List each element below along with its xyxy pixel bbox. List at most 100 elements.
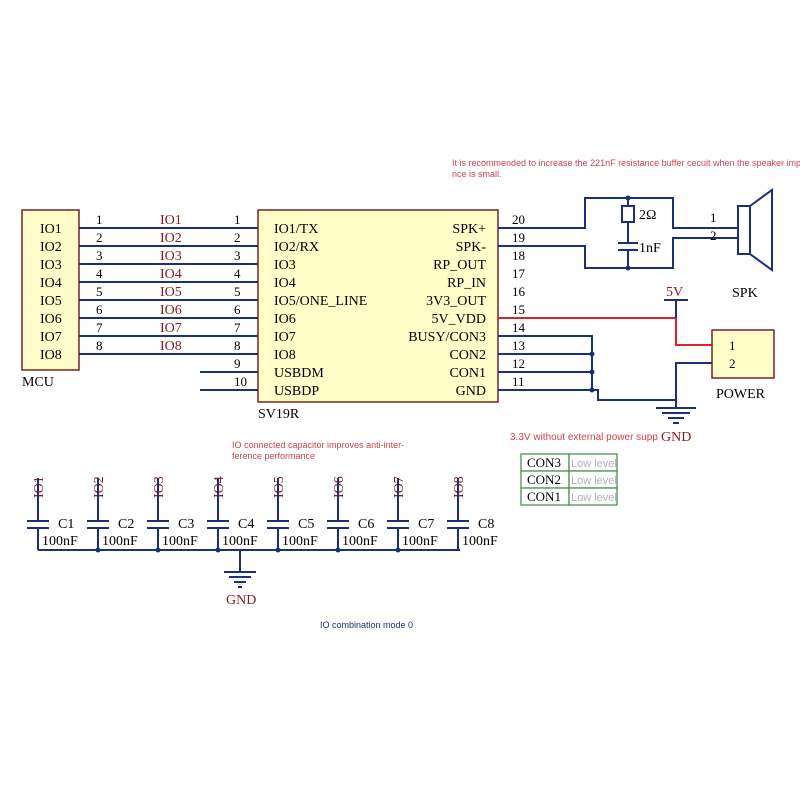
con-table-level: Low level (571, 492, 617, 504)
chip-left-pin-label: IO4 (274, 276, 296, 291)
mcu-label: MCU (22, 375, 54, 390)
cap-io-label: IO3 (152, 476, 167, 498)
speaker-note-line1: It is recommended to increase the 221nF … (452, 158, 800, 168)
mcu-pin-label: IO4 (40, 276, 62, 291)
power-ground-label: GND (661, 430, 691, 445)
sv19r-chip (257, 209, 499, 403)
chip-left-pin-number: 8 (234, 338, 241, 353)
chip-left-pin-label: USBDM (274, 366, 324, 381)
cap-name: C2 (118, 517, 134, 532)
io-cap-note-line1: IO connected capacitor improves anti-int… (232, 440, 404, 450)
chip-right-pin-label: CON2 (449, 348, 486, 363)
chip-right-pin-number: 14 (512, 320, 526, 335)
mcu-pin-number: 2 (96, 230, 103, 245)
chip-left-pin-label: IO2/RX (274, 240, 319, 255)
cap-value: 100nF (402, 534, 438, 549)
chip-right-pin-number: 11 (512, 374, 525, 389)
cap-io-label: IO1 (32, 476, 47, 498)
chip-left-pin-number: 9 (234, 356, 241, 371)
cap-name: C7 (418, 517, 434, 532)
cap-value: 100nF (162, 534, 198, 549)
capacitor-row: IO1C1100nFIO2C2100nFIO3C3100nFIO4C4100nF… (27, 476, 498, 553)
chip-right-pin-number: 19 (512, 230, 525, 245)
io-net-label: IO2 (160, 231, 182, 246)
chip-left-pin-number: 5 (234, 284, 241, 299)
mcu-pin-number: 3 (96, 248, 103, 263)
io-cap-note-line2: ference performance (232, 451, 315, 461)
con-table-level: Low level (571, 458, 617, 470)
cap-ground-label: GND (226, 593, 256, 608)
chip-left-pin-number: 10 (234, 374, 247, 389)
cap-name: C1 (58, 517, 74, 532)
mcu-pin-label: IO5 (40, 294, 62, 309)
mcu-pin-number: 6 (96, 302, 103, 317)
chip-right-pin-label: RP_OUT (433, 258, 486, 273)
cap-name: C6 (358, 517, 374, 532)
io-net-label: IO6 (160, 303, 182, 318)
cap-io-label: IO2 (92, 476, 107, 498)
chip-right-pin-label: CON1 (449, 366, 486, 381)
con-table-name: CON1 (527, 489, 561, 504)
cap-io-label: IO6 (332, 476, 347, 498)
chip-right-pin-label: GND (456, 384, 486, 399)
cap-value: 100nF (462, 534, 498, 549)
mcu-pin-number: 5 (96, 284, 103, 299)
power-connector (711, 329, 775, 379)
cap-io-label: IO7 (392, 476, 407, 498)
chip-right-pin-label: SPK+ (452, 222, 486, 237)
speaker-icon (737, 205, 751, 255)
mcu-pin-label: IO8 (40, 348, 62, 363)
chip-right-pin-number: 17 (512, 266, 526, 281)
chip-left-pin-number: 7 (234, 320, 241, 335)
chip-right-pin-label: 3V3_OUT (426, 294, 486, 309)
power-pin2: 2 (729, 356, 736, 371)
chip-left-pin-label: IO7 (274, 330, 296, 345)
chip-left-pin-label: USBDP (274, 384, 319, 399)
con-bus (498, 335, 676, 401)
power-note: 3.3V without external power supp (510, 432, 658, 443)
chip-left-pin-number: 1 (234, 212, 241, 227)
resistor-icon (621, 205, 635, 223)
chip-right-pin-number: 16 (512, 284, 526, 299)
cap-io-label: IO8 (452, 476, 467, 498)
mcu-pin-number: 7 (96, 320, 103, 335)
mcu-pin-label: IO7 (40, 330, 62, 345)
io-net-label: IO5 (160, 285, 182, 300)
power-pin1: 1 (729, 338, 736, 353)
chip-right-pin-number: 15 (512, 302, 525, 317)
io-net-label: IO7 (160, 321, 182, 336)
spk-pin2: 2 (710, 228, 717, 243)
chip-left-pin-number: 6 (234, 302, 241, 317)
resistor-value: 2Ω (639, 208, 656, 223)
cap-name: C3 (178, 517, 194, 532)
capacitor-value: 1nF (639, 241, 661, 256)
spk-pin1: 1 (710, 210, 717, 225)
mcu-pin-number: 1 (96, 212, 103, 227)
chip-name: SV19R (258, 407, 300, 422)
supply-5v-label: 5V (666, 285, 683, 300)
chip-left-pin-number: 3 (234, 248, 241, 263)
power-circuit: 5V 1 2 POWER GND (498, 285, 775, 445)
cap-value: 100nF (42, 534, 78, 549)
chip-right-pin-number: 12 (512, 356, 525, 371)
chip-right-pin-number: 20 (512, 212, 525, 227)
chip-right-pin-label: BUSY/CON3 (408, 330, 486, 345)
cap-value: 100nF (342, 534, 378, 549)
mcu-pin-label: IO1 (40, 222, 62, 237)
chip-right-pin-label: 5V_VDD (432, 312, 486, 327)
io-net-label: IO1 (160, 213, 182, 228)
cap-value: 100nF (282, 534, 318, 549)
cap-value: 100nF (222, 534, 258, 549)
chip-right-pin-label: SPK- (456, 240, 487, 255)
mcu-pin-number: 8 (96, 338, 103, 353)
mode-note: IO combination mode 0 (320, 620, 413, 630)
con-table-name: CON3 (527, 455, 561, 470)
io-net-label: IO4 (160, 267, 182, 282)
speaker-label: SPK (732, 286, 758, 301)
speaker-circuit: 2Ω 1nF 1 2 SPK (498, 188, 773, 301)
cap-io-label: IO4 (212, 476, 227, 498)
mcu-pin-label: IO2 (40, 240, 62, 255)
con-table-name: CON2 (527, 472, 561, 487)
